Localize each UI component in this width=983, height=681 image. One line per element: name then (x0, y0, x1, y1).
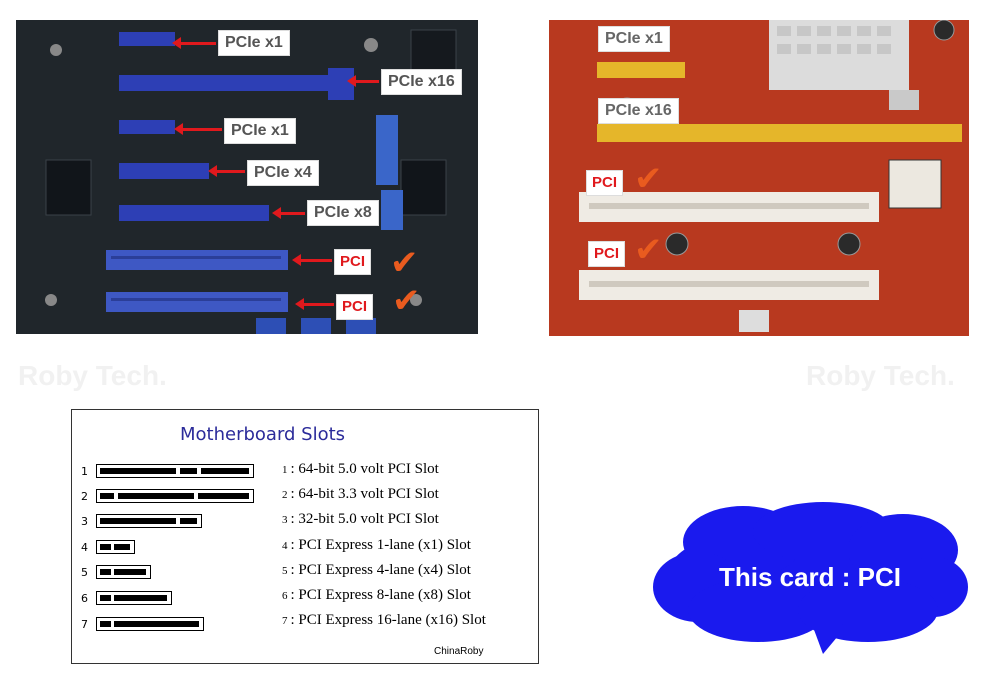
row-number: 2 (81, 490, 88, 503)
slot-description: 2: 64-bit 3.3 volt PCI Slot (282, 486, 439, 502)
label-pcie-x8: PCIe x8 (307, 200, 379, 226)
label-right-pcie-x1: PCIe x1 (598, 26, 670, 52)
row-number: 4 (81, 541, 88, 554)
row-number: 1 (81, 465, 88, 478)
arrow-pcie-x4 (208, 165, 245, 177)
slot-diagram-64bit-3v (96, 489, 254, 503)
right-motherboard-photo (549, 20, 969, 336)
slot-pcie-x4 (119, 163, 209, 179)
arrow-pcie-x8 (272, 207, 305, 219)
label-pcie-x16: PCIe x16 (381, 69, 462, 95)
slot-description: 6: PCI Express 8-lane (x8) Slot (282, 587, 471, 603)
motherboard-slots-diagram: Motherboard Slots 1 1: 64-bit 5.0 volt P… (71, 409, 539, 664)
slot-diagram-64bit-5v (96, 464, 254, 478)
arrow-pcie-x16 (347, 75, 379, 87)
label-pci-left-1: PCI (334, 249, 372, 275)
cloud-callout-text: This card : PCI (718, 562, 902, 592)
slot-description: 5: PCI Express 4-lane (x4) Slot (282, 562, 471, 578)
arrow-pcie-x1-top (172, 37, 216, 49)
label-right-pci-1: PCI (586, 170, 624, 196)
row-number: 6 (81, 592, 88, 605)
slot-description: 1: 64-bit 5.0 volt PCI Slot (282, 461, 439, 477)
checkmark-icon: ✔ (390, 244, 419, 282)
watermark-left: Roby Tech. (18, 360, 167, 391)
slot-diagram-pcie-x4 (96, 565, 151, 579)
slot-pcie-x16 (119, 75, 349, 91)
label-pcie-x1-mid: PCIe x1 (224, 118, 296, 144)
slot-pcie-x1-top (119, 32, 175, 46)
label-right-pci-2: PCI (588, 241, 626, 267)
arrow-pci-left-1 (292, 254, 332, 266)
cloud-speech-bubble (653, 502, 968, 654)
slot-pcie-x8 (119, 205, 269, 221)
slot-pci-1 (106, 250, 288, 270)
slot-description: 4: PCI Express 1-lane (x1) Slot (282, 537, 471, 553)
label-pcie-x1-top: PCIe x1 (218, 30, 290, 56)
watermark-right: Roby Tech. (806, 360, 955, 391)
checkmark-icon: ✔ (634, 160, 663, 198)
checkmark-icon: ✔ (634, 231, 663, 269)
slot-diagram-32bit-5v (96, 514, 202, 528)
slot-pcie-x16-yellow (597, 124, 962, 142)
row-number: 3 (81, 515, 88, 528)
slot-pcie-x1-mid (119, 120, 175, 134)
label-pcie-x4: PCIe x4 (247, 160, 319, 186)
slot-pcie-x1-yellow (597, 62, 685, 78)
arrow-pci-left-2 (295, 298, 334, 310)
slot-diagram-pcie-x1 (96, 540, 135, 554)
diagram-credit: ChinaRoby (434, 646, 484, 657)
arrow-pcie-x1-mid (174, 123, 222, 135)
slot-diagram-pcie-x8 (96, 591, 172, 605)
label-pci-left-2: PCI (336, 294, 374, 320)
checkmark-icon: ✔ (392, 282, 421, 320)
diagram-title: Motherboard Slots (180, 424, 346, 445)
slot-description: 7: PCI Express 16-lane (x16) Slot (282, 612, 486, 628)
slot-pci-2 (106, 292, 288, 312)
row-number: 7 (81, 618, 88, 631)
slot-description: 3: 32-bit 5.0 volt PCI Slot (282, 511, 439, 527)
row-number: 5 (81, 566, 88, 579)
label-right-pcie-x16: PCIe x16 (598, 98, 679, 124)
slot-diagram-pcie-x16 (96, 617, 204, 631)
